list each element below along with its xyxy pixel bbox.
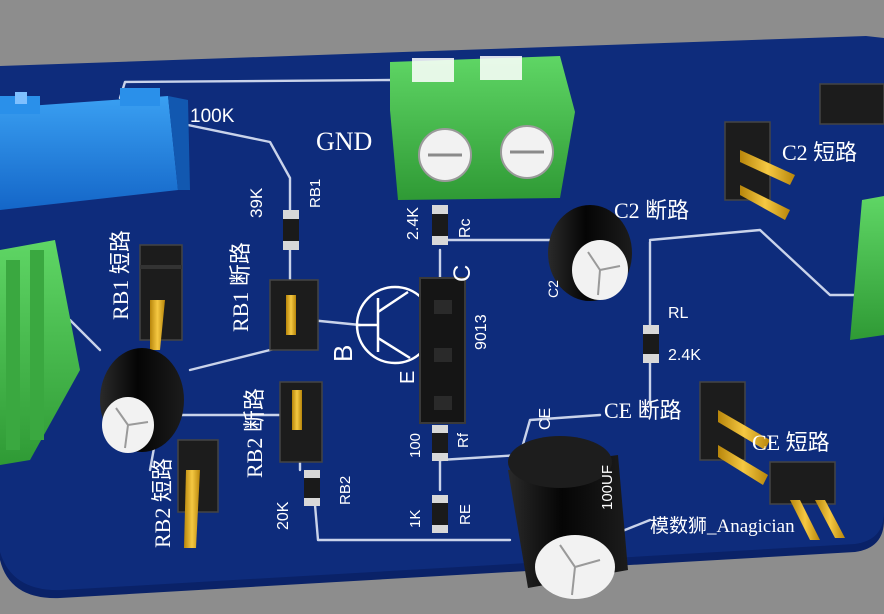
- resistor-rf: [432, 425, 448, 461]
- label-rb1-short: RB1 短路: [108, 230, 133, 320]
- resistor-rb1: [283, 210, 299, 250]
- label-rb2-short: RB2 短路: [150, 458, 175, 548]
- jumper-c2-short[interactable]: [724, 121, 795, 220]
- resistor-re: [432, 495, 448, 533]
- jumper-rb1-open[interactable]: [269, 279, 319, 351]
- label-node-b: B: [328, 345, 358, 362]
- silkscreen-labels: GND 100K 39K RB1 RB1 短路 RB1 断路 RB2 断路 RB…: [108, 106, 857, 548]
- resistor-rl: [643, 325, 659, 363]
- copper-traces: [68, 78, 884, 542]
- jumper-rb2-open[interactable]: [279, 381, 323, 463]
- label-9013: 9013: [473, 314, 490, 350]
- label-100uf: 100UF: [599, 465, 616, 510]
- capacitor-ce: [508, 436, 628, 599]
- label-1k: 1K: [407, 510, 424, 528]
- jumper-rb2-short[interactable]: [177, 439, 219, 548]
- jumper-ce-short[interactable]: [769, 461, 845, 540]
- capacitor-c1: [100, 348, 184, 453]
- transistor-symbol: [355, 285, 435, 365]
- label-ce-open: CE 断路: [604, 398, 682, 423]
- label-100: 100: [407, 433, 424, 458]
- jumper-top-right[interactable]: [819, 83, 884, 125]
- terminal-block-gnd[interactable]: [390, 56, 575, 200]
- label-rc: Rc: [457, 218, 474, 238]
- label-rl: RL: [668, 305, 689, 322]
- label-2-4k-rl: 2.4K: [668, 347, 701, 364]
- label-ce-short: CE 短路: [752, 430, 830, 455]
- label-c2-open: C2 断路: [614, 198, 689, 223]
- resistor-rc: [432, 205, 448, 245]
- label-rb2: RB2: [337, 476, 354, 505]
- potentiometer-rb1[interactable]: [0, 88, 190, 210]
- transistor-header[interactable]: [419, 277, 466, 424]
- label-node-c: C: [449, 265, 476, 282]
- jumper-rb1-short[interactable]: [139, 244, 183, 350]
- label-39k: 39K: [247, 187, 266, 218]
- resistor-rb2: [304, 470, 320, 506]
- label-rb1: RB1: [307, 179, 324, 208]
- label-c2: C2: [545, 280, 561, 298]
- label-2-4k-rc: 2.4K: [405, 207, 422, 240]
- label-ce: CE: [537, 408, 554, 430]
- smd-resistors: [283, 205, 659, 533]
- label-20k: 20K: [275, 501, 292, 530]
- label-100k: 100K: [190, 106, 235, 127]
- terminal-block-left[interactable]: [0, 240, 80, 465]
- label-rf: Rf: [455, 432, 472, 448]
- terminal-block-right[interactable]: [850, 196, 884, 340]
- capacitor-c2: [548, 205, 632, 301]
- jumper-ce-open[interactable]: [699, 381, 770, 485]
- label-node-e: E: [397, 371, 419, 384]
- board-watermark: 模数狮_Anagician: [650, 515, 795, 537]
- label-rb2-open: RB2 断路: [242, 388, 267, 478]
- label-rb1-open: RB1 断路: [228, 242, 253, 332]
- label-c2-short: C2 短路: [782, 140, 857, 165]
- label-re: RE: [457, 504, 474, 525]
- label-gnd: GND: [316, 127, 372, 156]
